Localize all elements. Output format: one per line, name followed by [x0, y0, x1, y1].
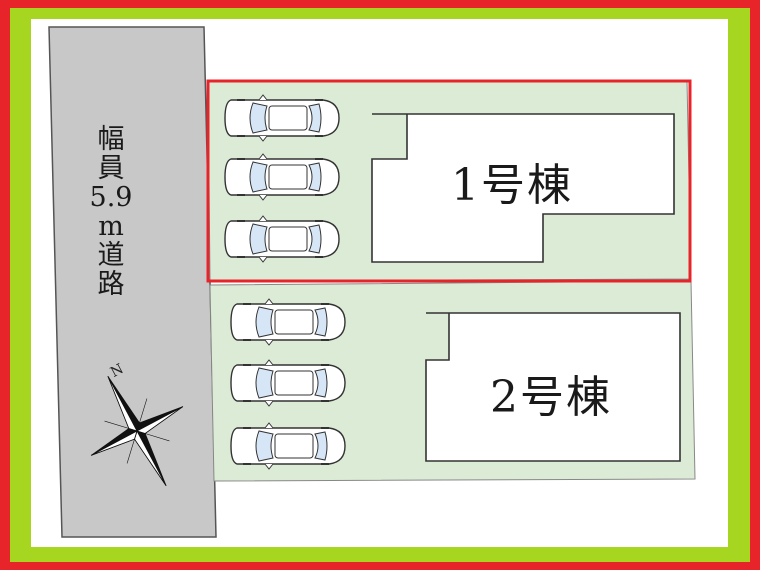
building-1-label: 1号棟 [451, 160, 573, 211]
building-2 [425, 312, 681, 462]
road-label-char: 道 [97, 240, 125, 271]
compass-rose-icon [90, 376, 184, 486]
site-plan: 幅 員 5.9 m 道 路 N 1号棟 2号棟 [31, 19, 728, 547]
parking-car [230, 422, 346, 470]
road-label-char: 幅 [97, 124, 125, 155]
parking-car [230, 359, 346, 407]
parking-car [224, 94, 340, 142]
parking-car [224, 215, 340, 263]
parking-car [224, 153, 340, 201]
lot-1-highlight [206, 79, 692, 283]
road-label-char: 5.9 [89, 182, 133, 213]
building-2-label: 2号棟 [490, 372, 612, 423]
road-width-label: 幅 員 5.9 m 道 路 [89, 125, 133, 299]
road-label-char: 路 [97, 269, 125, 300]
parking-car [230, 298, 346, 346]
site-plan-drawing [48, 26, 696, 538]
road-label-char: m [98, 211, 124, 242]
road-label-char: 員 [97, 153, 125, 184]
building-1 [371, 113, 675, 263]
